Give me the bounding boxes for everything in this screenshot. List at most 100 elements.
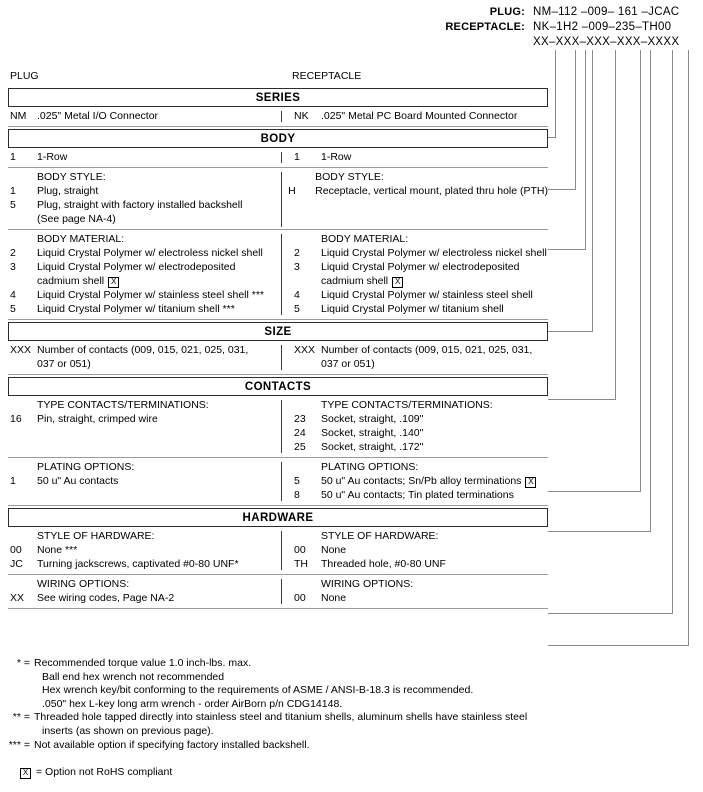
option-desc: Liquid Crystal Polymer w/ titanium shell xyxy=(321,303,504,315)
option-item: 00 None xyxy=(292,591,548,605)
section-band-size: SIZE xyxy=(8,322,548,341)
option-code: JC xyxy=(10,558,23,570)
column-headers: PLUG RECEPTACLE xyxy=(8,70,548,86)
group-title: BODY STYLE: xyxy=(37,171,106,183)
footnote-triple-asterisk: *** = Not available option if specifying… xyxy=(8,739,668,753)
option-desc: Liquid Crystal Polymer w/ electroless ni… xyxy=(37,247,263,259)
column-divider xyxy=(281,345,282,370)
row-series-plug: NM .025" Metal I/O Connector xyxy=(8,109,282,123)
row-separator xyxy=(8,167,548,168)
row-contacts-plating-plug: PLATING OPTIONS: 1 50 u" Au contacts xyxy=(8,460,282,502)
option-item: JC Turning jackscrews, captivated #0-80 … xyxy=(8,557,282,571)
option-code: 25 xyxy=(294,441,306,453)
column-divider xyxy=(281,111,282,122)
option-desc-continuation: 037 or 051) xyxy=(37,358,91,370)
option-item: 2 Liquid Crystal Polymer w/ electroless … xyxy=(8,246,282,260)
column-divider xyxy=(281,152,282,163)
option-code: 5 xyxy=(294,475,300,487)
column-header-plug: PLUG xyxy=(10,70,39,82)
option-item: 3 Liquid Crystal Polymer w/ electrodepos… xyxy=(8,260,282,274)
option-item: 4 Liquid Crystal Polymer w/ stainless st… xyxy=(8,288,282,302)
row-body-style: BODY STYLE: 1 Plug, straight 5 Plug, str… xyxy=(8,168,548,229)
row-separator xyxy=(8,457,548,458)
option-code: 4 xyxy=(294,289,300,301)
leader-hardware-style xyxy=(548,50,673,614)
option-code: 1 xyxy=(10,475,16,487)
option-code: 5 xyxy=(10,303,16,315)
option-desc: .025" Metal I/O Connector xyxy=(37,110,159,122)
footnote-body: Not available option if specifying facto… xyxy=(34,739,668,753)
option-code: 3 xyxy=(294,261,300,273)
option-code: 4 xyxy=(10,289,16,301)
part-number-header: PLUG: NM–112 –009– 161 –JCAC RECEPTACLE:… xyxy=(0,6,703,51)
row-hardware-style: STYLE OF HARDWARE: 00 None *** JC Turnin… xyxy=(8,527,548,574)
option-item: 5 50 u" Au contacts; Sn/Pb alloy termina… xyxy=(292,474,548,488)
footnote-line: = Option not RoHS compliant xyxy=(36,766,173,779)
footnote-marker: ** = xyxy=(12,711,30,724)
row-contacts-plating: PLATING OPTIONS: 1 50 u" Au contacts PLA… xyxy=(8,458,548,505)
leader-contacts-plating xyxy=(548,50,651,532)
column-header-receptacle: RECEPTACLE xyxy=(292,70,362,82)
column-divider xyxy=(281,400,282,453)
option-code: 24 xyxy=(294,427,306,439)
column-divider xyxy=(281,462,282,501)
option-desc: 1-Row xyxy=(37,151,68,163)
option-item: 5 Plug, straight with factory installed … xyxy=(8,198,276,212)
row-separator xyxy=(8,374,548,375)
option-desc: Socket, straight, .172" xyxy=(321,441,424,453)
section-band-series: SERIES xyxy=(8,88,548,107)
column-divider xyxy=(281,531,282,570)
option-desc: 1-Row xyxy=(321,151,352,163)
row-hardware-wiring: WIRING OPTIONS: XX See wiring codes, Pag… xyxy=(8,575,548,608)
option-item: 5 Liquid Crystal Polymer w/ titanium she… xyxy=(8,302,282,316)
option-code: 3 xyxy=(10,261,16,273)
option-desc: Liquid Crystal Polymer w/ electrodeposit… xyxy=(321,261,520,273)
option-desc: 50 u" Au contacts; Tin plated terminatio… xyxy=(321,489,514,501)
option-desc: .025" Metal PC Board Mounted Connector xyxy=(321,110,518,122)
option-item: XXX Number of contacts (009, 015, 021, 0… xyxy=(292,343,548,357)
row-size-receptacle: XXX Number of contacts (009, 015, 021, 0… xyxy=(282,343,548,371)
option-desc-text: 50 u" Au contacts; Sn/Pb alloy terminati… xyxy=(321,475,522,487)
footnotes: * = Recommended torque value 1.0 inch-lb… xyxy=(8,657,668,780)
row-contacts-plating-receptacle: PLATING OPTIONS: 5 50 u" Au contacts; Sn… xyxy=(282,460,548,502)
option-code: 1 xyxy=(10,151,16,163)
option-desc: Socket, straight, .140" xyxy=(321,427,424,439)
section-band-hardware: HARDWARE xyxy=(8,508,548,527)
option-item: 3 Liquid Crystal Polymer w/ electrodepos… xyxy=(292,260,548,274)
option-code: 1 xyxy=(294,151,300,163)
option-code: TH xyxy=(294,558,308,570)
group-title: TYPE CONTACTS/TERMINATIONS: xyxy=(321,399,493,411)
option-desc: Plug, straight with factory installed ba… xyxy=(37,199,243,211)
option-item: 5 Liquid Crystal Polymer w/ titanium she… xyxy=(292,302,548,316)
column-divider xyxy=(281,234,282,315)
option-code: NM xyxy=(10,110,27,122)
option-desc: Liquid Crystal Polymer w/ titanium shell… xyxy=(37,303,235,315)
option-desc-continuation-text: cadmium shell xyxy=(321,275,389,287)
option-code: 00 xyxy=(294,544,306,556)
option-desc: Receptacle, vertical mount, plated thru … xyxy=(315,185,548,197)
group-title: PLATING OPTIONS: xyxy=(321,461,419,473)
option-desc: See wiring codes, Page NA-2 xyxy=(37,592,175,604)
option-desc-continuation: (See page NA-4) xyxy=(37,213,116,225)
group-title: WIRING OPTIONS: xyxy=(37,578,130,590)
part-number-mask-plug: NM–112 –009– 161 –JCAC xyxy=(533,6,680,18)
group-title: BODY MATERIAL: xyxy=(37,233,125,245)
row-separator xyxy=(8,574,548,575)
row-size-plug: XXX Number of contacts (009, 015, 021, 0… xyxy=(8,343,282,371)
row-contacts-terminations: TYPE CONTACTS/TERMINATIONS: 16 Pin, stra… xyxy=(8,396,548,457)
option-item: NM .025" Metal I/O Connector xyxy=(8,109,282,123)
footnote-double-asterisk: ** = Threaded hole tapped directly into … xyxy=(8,711,668,738)
option-code: NK xyxy=(294,110,309,122)
row-hardware-wiring-plug: WIRING OPTIONS: XX See wiring codes, Pag… xyxy=(8,577,282,605)
option-code: 8 xyxy=(294,489,300,501)
footnote-body: Recommended torque value 1.0 inch-lbs. m… xyxy=(34,657,668,711)
column-divider xyxy=(281,172,282,227)
footnote-body: Threaded hole tapped directly into stain… xyxy=(34,711,668,738)
row-hardware-style-plug: STYLE OF HARDWARE: 00 None *** JC Turnin… xyxy=(8,529,282,571)
option-item: 25 Socket, straight, .172" xyxy=(292,440,548,454)
option-desc: Number of contacts (009, 015, 021, 025, … xyxy=(321,344,533,356)
row-separator xyxy=(8,319,548,320)
row-body-rowcount-receptacle: 1 1-Row xyxy=(282,150,548,164)
